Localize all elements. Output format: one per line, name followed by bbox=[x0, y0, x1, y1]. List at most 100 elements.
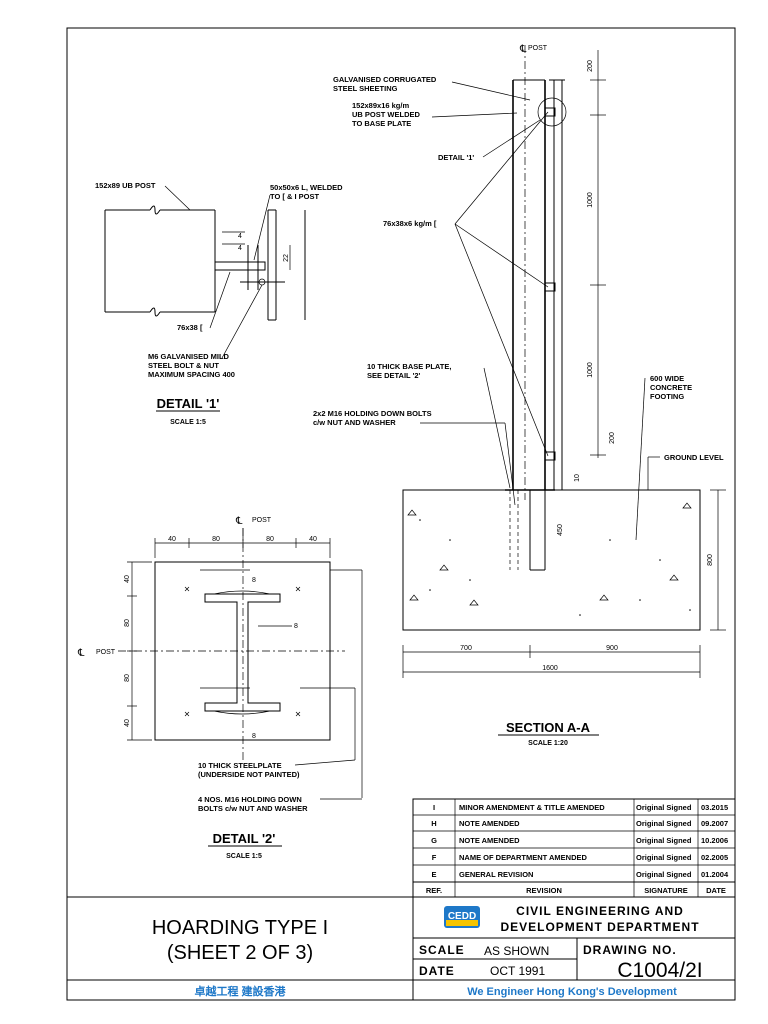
channel-label: 76x38x6 kg/m [ bbox=[383, 219, 437, 228]
detail1-title: DETAIL '1' bbox=[157, 396, 220, 411]
rev-ref-4: F bbox=[432, 853, 437, 862]
rev-sig-3: Original Signed bbox=[636, 836, 692, 845]
base-plate-label-2: SEE DETAIL '2' bbox=[367, 371, 421, 380]
dim-10: 10 bbox=[574, 474, 581, 482]
ub-post-label-3: TO BASE PLATE bbox=[352, 119, 411, 128]
rev-date-4: 02.2005 bbox=[701, 853, 728, 862]
rev-ref-2: H bbox=[431, 819, 436, 828]
bolt-label-3: MAXIMUM SPACING 400 bbox=[148, 370, 235, 379]
date-value: OCT 1991 bbox=[490, 964, 545, 978]
detail-2: POST ℄ POST ℄ 40 80 80 40 40 80 80 40 bbox=[77, 516, 363, 860]
section-aa: POST ℄ 200 1000 1000 200 10 GALVANISED C… bbox=[313, 44, 726, 747]
rev-sig-5: Original Signed bbox=[636, 870, 692, 879]
rev-header-ref: REF. bbox=[426, 886, 442, 895]
dim-left-1: 40 bbox=[124, 575, 131, 583]
plate-label-1: 10 THICK STEELPLATE bbox=[198, 761, 282, 770]
dim-800: 800 bbox=[707, 554, 714, 566]
detail2-post-top-label: POST bbox=[252, 517, 272, 524]
rev-desc-5: GENERAL REVISION bbox=[459, 870, 533, 879]
department-line2: DEVELOPMENT DEPARTMENT bbox=[500, 920, 699, 934]
rev-date-1: 03.2015 bbox=[701, 803, 728, 812]
drawing-title-line1: HOARDING TYPE I bbox=[152, 917, 328, 939]
detail1-scale: SCALE 1:5 bbox=[170, 419, 206, 426]
dim-top-2: 80 bbox=[212, 536, 220, 543]
scale-label: SCALE bbox=[419, 943, 465, 957]
dim-left-2: 80 bbox=[124, 619, 131, 627]
ub-post-label-1: 152x89x16 kg/m bbox=[352, 101, 409, 110]
revision-table: I MINOR AMENDMENT & TITLE AMENDED Origin… bbox=[412, 798, 736, 898]
drawing-number-label: DRAWING NO. bbox=[583, 943, 677, 957]
detail1-channel-label: 76x38 [ bbox=[177, 323, 203, 332]
cedd-logo: CEDD bbox=[444, 906, 480, 928]
detail1-ub-post-label: 152x89 UB POST bbox=[95, 181, 156, 190]
rev-date-2: 09.2007 bbox=[701, 819, 728, 828]
svg-text:℄: ℄ bbox=[235, 516, 243, 527]
rev-header-date: DATE bbox=[706, 886, 726, 895]
dim-top-1: 40 bbox=[168, 536, 176, 543]
rev-date-5: 01.2004 bbox=[701, 870, 729, 879]
drawing-title-line2: (SHEET 2 OF 3) bbox=[167, 942, 313, 964]
angle-label-2: TO [ & I POST bbox=[270, 192, 319, 201]
dim-200-lower: 200 bbox=[609, 432, 616, 444]
sheet-border bbox=[66, 27, 736, 1001]
detail-1: 152x89 UB POST 4 4 22 50x50x6 L, WELDED bbox=[95, 181, 343, 426]
plate-label-2: (UNDERSIDE NOT PAINTED) bbox=[198, 770, 300, 779]
dim-1000-upper: 1000 bbox=[587, 192, 594, 208]
rev-header-signature: SIGNATURE bbox=[644, 886, 688, 895]
detail1-reference: DETAIL '1' bbox=[438, 153, 474, 162]
rev-ref-1: I bbox=[433, 803, 435, 812]
rev-ref-5: E bbox=[431, 870, 436, 879]
rev-desc-4: NAME OF DEPARTMENT AMENDED bbox=[459, 853, 587, 862]
rev-ref-3: G bbox=[431, 836, 437, 845]
rev-sig-4: Original Signed bbox=[636, 853, 692, 862]
dim-900: 900 bbox=[606, 645, 618, 652]
concrete-footing bbox=[402, 489, 701, 631]
footing-label-2: CONCRETE bbox=[650, 383, 692, 392]
rev-desc-2: NOTE AMENDED bbox=[459, 819, 520, 828]
holding-bolts-label-2: c/w NUT AND WASHER bbox=[313, 418, 396, 427]
rev-sig-2: Original Signed bbox=[636, 819, 692, 828]
title-block: HOARDING TYPE I (SHEET 2 OF 3) CEDD CIVI… bbox=[67, 896, 735, 1000]
weld-top: 8 bbox=[252, 577, 256, 584]
svg-text:℄: ℄ bbox=[77, 648, 85, 659]
bolts-label-2: BOLTS c/w NUT AND WASHER bbox=[198, 804, 308, 813]
weld-size-2: 4 bbox=[238, 245, 242, 252]
detail1-callout-circle bbox=[537, 97, 567, 127]
dim-left-4: 40 bbox=[124, 719, 131, 727]
dim-top-3: 80 bbox=[266, 536, 274, 543]
dim-left-3: 80 bbox=[124, 674, 131, 682]
rev-desc-1: MINOR AMENDMENT & TITLE AMENDED bbox=[459, 803, 605, 812]
bolt-label-2: STEEL BOLT & NUT bbox=[148, 361, 219, 370]
rev-sig-1: Original Signed bbox=[636, 803, 692, 812]
weld-web: 8 bbox=[294, 623, 298, 630]
sheeting-label-2: STEEL SHEETING bbox=[333, 84, 398, 93]
department-line1: CIVIL ENGINEERING AND bbox=[516, 904, 684, 918]
rev-desc-3: NOTE AMENDED bbox=[459, 836, 520, 845]
motto-english: We Engineer Hong Kong's Development bbox=[467, 986, 677, 998]
footing-label-1: 600 WIDE bbox=[650, 374, 684, 383]
dim-200-top: 200 bbox=[587, 60, 594, 72]
logo-text: CEDD bbox=[448, 911, 476, 922]
dim-1000-lower: 1000 bbox=[587, 362, 594, 378]
bolts-label-1: 4 NOS. M16 HOLDING DOWN bbox=[198, 795, 302, 804]
centerline-symbol: ℄ bbox=[519, 44, 527, 55]
sheeting-label-1: GALVANISED CORRUGATED bbox=[333, 75, 437, 84]
detail2-post-left-label: POST bbox=[96, 649, 116, 656]
weld-bottom: 8 bbox=[252, 733, 256, 740]
dim-1600: 1600 bbox=[542, 665, 558, 672]
detail2-title: DETAIL '2' bbox=[213, 831, 276, 846]
rev-date-3: 10.2006 bbox=[701, 836, 728, 845]
motto-chinese: 卓越工程 建設香港 bbox=[194, 984, 286, 998]
ub-post-label-2: UB POST WELDED bbox=[352, 110, 421, 119]
footing-label-3: FOOTING bbox=[650, 392, 684, 401]
ub-section bbox=[204, 593, 281, 712]
dim-700: 700 bbox=[460, 645, 472, 652]
drawing-number: C1004/2I bbox=[617, 959, 702, 982]
angle-label-1: 50x50x6 L, WELDED bbox=[270, 183, 343, 192]
section-aa-scale: SCALE 1:20 bbox=[528, 740, 568, 747]
base-plate-label-1: 10 THICK BASE PLATE, bbox=[367, 362, 451, 371]
section-aa-title: SECTION A-A bbox=[506, 720, 591, 735]
dim-top-4: 40 bbox=[309, 536, 317, 543]
date-label: DATE bbox=[419, 964, 455, 978]
